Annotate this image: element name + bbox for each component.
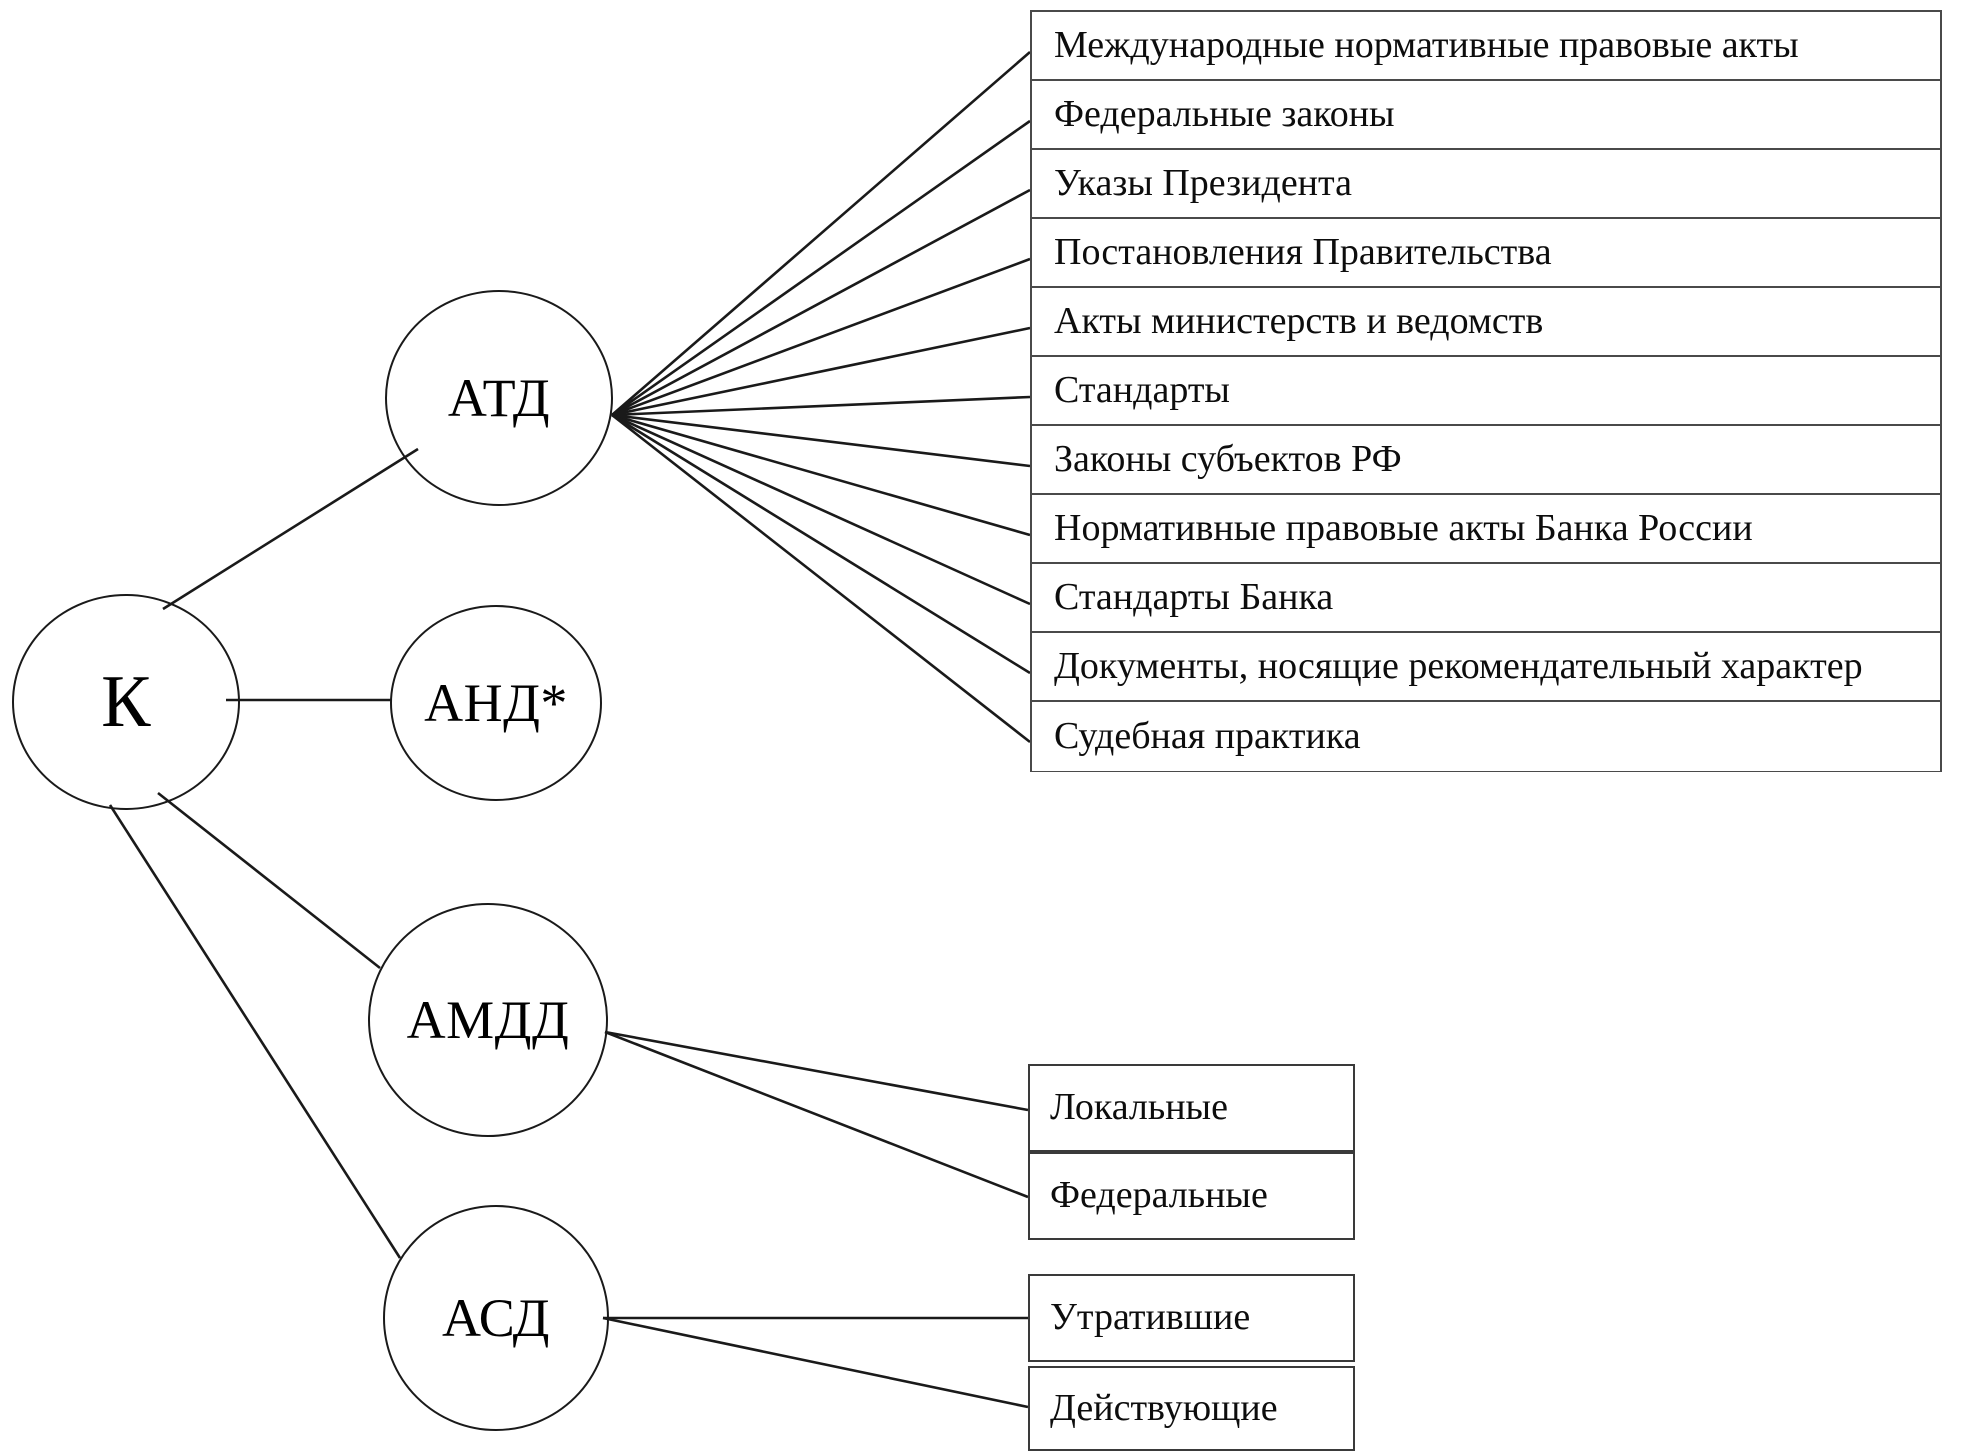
table-row[interactable]: Федеральные законы xyxy=(1032,81,1940,150)
edge-atd-item-2 xyxy=(611,119,1031,417)
node-atd-label: АТД xyxy=(447,368,551,428)
table-row[interactable]: Указы Президента xyxy=(1032,150,1940,219)
table-row[interactable]: Международные нормативные правовые акты xyxy=(1032,12,1940,81)
amdd-item-lokalnye[interactable]: Локальные xyxy=(1028,1064,1355,1152)
edge-atd-item-10 xyxy=(611,413,1031,675)
asd-item-deystvuyushchie[interactable]: Действующие xyxy=(1028,1366,1355,1451)
table-row[interactable]: Акты министерств и ведомств xyxy=(1032,288,1940,357)
table-row[interactable]: Нормативные правовые акты Банка России xyxy=(1032,495,1940,564)
row-label: Законы субъектов РФ xyxy=(1054,437,1402,480)
table-row[interactable]: Постановления Правительства xyxy=(1032,219,1940,288)
edge-atd-item-6 xyxy=(611,395,1031,417)
node-k[interactable]: К xyxy=(12,594,240,810)
edge-k-asd xyxy=(108,804,402,1259)
row-label: Постановления Правительства xyxy=(1054,230,1552,273)
row-label: Локальные xyxy=(1050,1086,1228,1129)
node-amdd[interactable]: АМДД xyxy=(368,903,608,1137)
edge-k-atd xyxy=(162,447,419,611)
edge-atd-item-1 xyxy=(611,51,1031,416)
row-label: Стандарты xyxy=(1054,368,1230,411)
edge-asd-item-2 xyxy=(602,1316,1029,1409)
table-row[interactable]: Судебная практика xyxy=(1032,702,1940,771)
node-k-label: К xyxy=(101,661,151,743)
edge-amdd-item-2 xyxy=(604,1030,1029,1199)
row-label: Судебная практика xyxy=(1054,714,1361,757)
row-label: Нормативные правовые акты Банка России xyxy=(1054,506,1753,549)
node-and-label: АНД* xyxy=(424,673,568,733)
table-row[interactable]: Стандарты xyxy=(1032,357,1940,426)
table-row[interactable]: Стандарты Банка xyxy=(1032,564,1940,633)
row-label: Стандарты Банка xyxy=(1054,575,1334,618)
node-asd-label: АСД xyxy=(442,1288,550,1348)
edge-k-amdd xyxy=(157,791,381,970)
atd-items-table: Международные нормативные правовые акты … xyxy=(1030,10,1942,772)
amdd-item-federalnye[interactable]: Федеральные xyxy=(1028,1152,1355,1240)
table-row[interactable]: Законы субъектов РФ xyxy=(1032,426,1940,495)
asd-item-utrativshie[interactable]: Утратившие xyxy=(1028,1274,1355,1362)
row-label: Акты министерств и ведомств xyxy=(1054,299,1544,342)
node-asd[interactable]: АСД xyxy=(383,1205,609,1431)
row-label: Действующие xyxy=(1050,1386,1278,1429)
edge-atd-item-7 xyxy=(611,413,1031,468)
edge-atd-item-8 xyxy=(611,413,1031,537)
edge-atd-item-11 xyxy=(611,413,1031,744)
node-atd[interactable]: АТД xyxy=(385,290,613,506)
row-label: Документы, носящие рекомендательный хара… xyxy=(1054,644,1863,687)
row-label: Утратившие xyxy=(1050,1296,1251,1339)
table-row[interactable]: Документы, носящие рекомендательный хара… xyxy=(1032,633,1940,702)
edge-atd-item-4 xyxy=(611,257,1031,417)
edge-amdd-item-1 xyxy=(604,1030,1029,1112)
row-label: Федеральные законы xyxy=(1054,92,1395,135)
node-amdd-label: АМДД xyxy=(406,990,570,1050)
edge-atd-item-5 xyxy=(611,326,1031,417)
node-and[interactable]: АНД* xyxy=(390,605,602,801)
row-label: Указы Президента xyxy=(1054,161,1352,204)
row-label: Федеральные xyxy=(1050,1174,1268,1217)
edge-atd-item-3 xyxy=(611,188,1031,417)
row-label: Международные нормативные правовые акты xyxy=(1054,23,1799,66)
edge-atd-item-9 xyxy=(611,413,1031,606)
